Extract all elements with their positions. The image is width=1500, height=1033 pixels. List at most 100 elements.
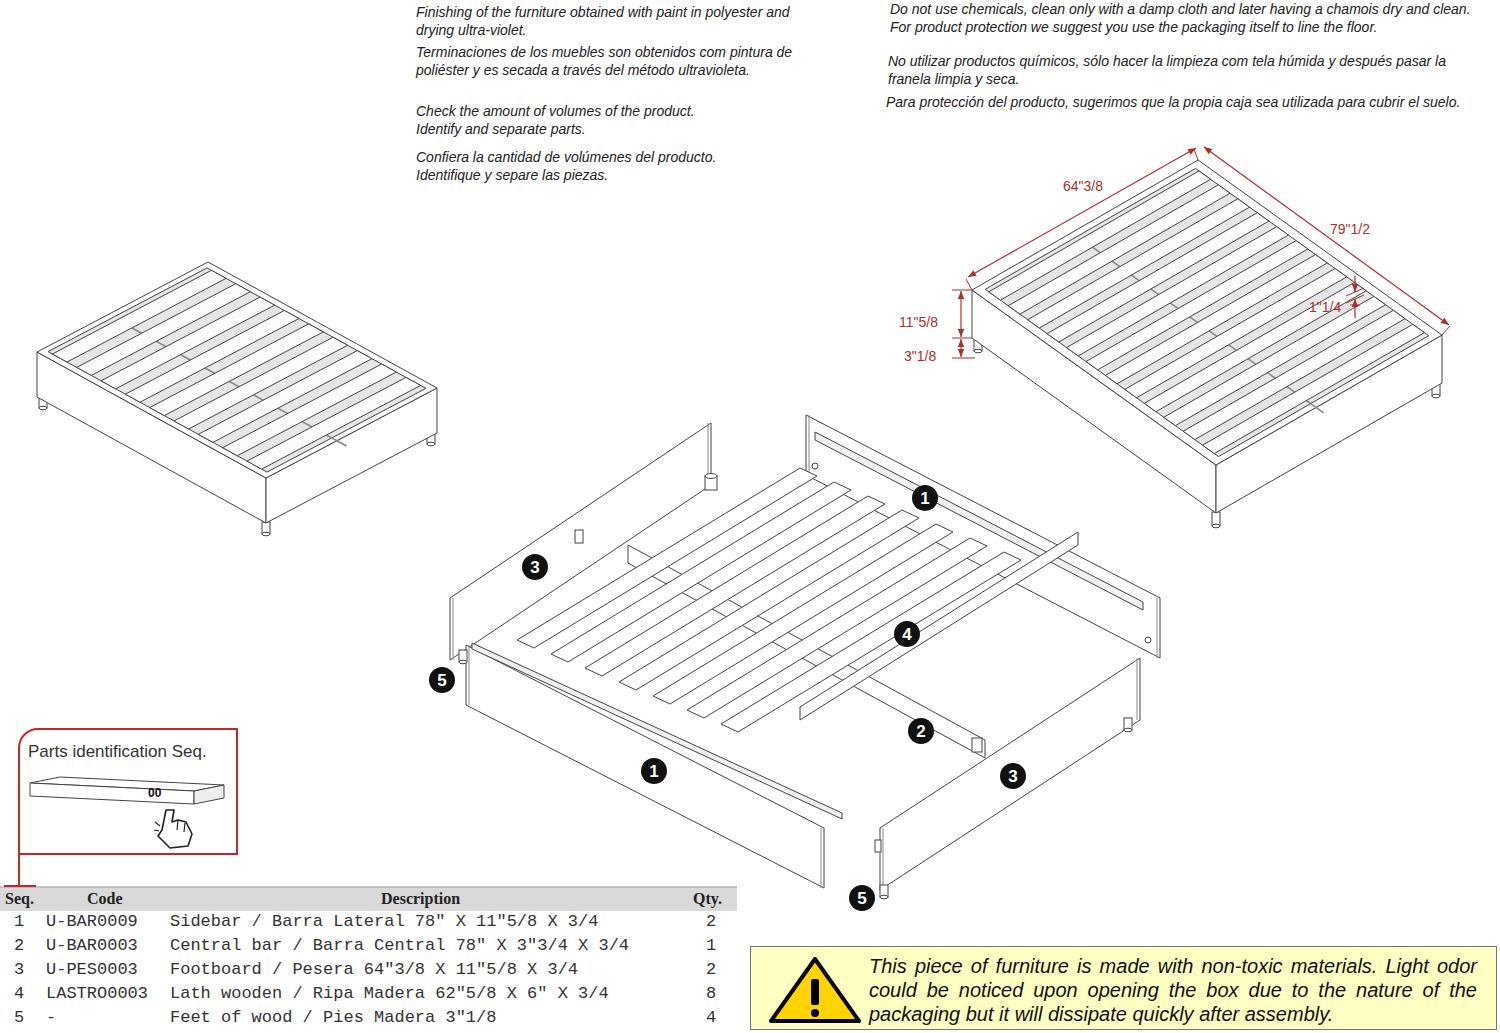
dimension-arrow [1204, 147, 1212, 154]
table-cell: U-PES0003 [46, 960, 138, 980]
dimension-line [1204, 147, 1449, 325]
callout-digit: 5 [437, 672, 446, 689]
lath-slat [800, 532, 1078, 720]
callout-digit: 5 [857, 890, 866, 907]
footboard-left-edge [453, 598, 454, 660]
bed-well [985, 168, 1428, 456]
table-cell: Code [87, 889, 123, 909]
table-cell: Feet of wood / Pies Madera 3"1/8 [170, 1008, 496, 1028]
extension-line [1442, 326, 1450, 335]
wood-foot [39, 406, 47, 410]
dimension-arrow [1187, 148, 1196, 155]
dimension-line [968, 148, 1196, 277]
dimension-line [1350, 305, 1360, 306]
table-cell: Lath wooden / Ripa Madera 62"5/8 X 6" X … [170, 984, 609, 1004]
bracket [875, 840, 881, 852]
callout-number: 1 [912, 485, 938, 511]
instruction-note: No utilizar productos químicos, sólo hac… [888, 52, 1456, 88]
table-cell: 1 [14, 912, 24, 932]
callout-number: 1 [641, 758, 667, 784]
callout-number: 4 [894, 621, 920, 647]
callout-digit: 1 [920, 490, 929, 507]
callout-number: 3 [522, 554, 548, 580]
instruction-note: Confiera la cantidad de volúmenes del pr… [416, 148, 761, 184]
hand-icon [177, 820, 178, 830]
dimension-arrow [1352, 299, 1358, 307]
table-cell: 3 [14, 960, 24, 980]
footboard-right-edge [883, 828, 884, 890]
table-cell: LASTRO0003 [46, 984, 148, 1004]
box-heading: Parts identification Seq. [28, 742, 207, 762]
bracket [972, 738, 982, 752]
parts-id-leader [4, 885, 36, 887]
wood-foot [459, 660, 467, 664]
hand-icon [184, 823, 185, 832]
bed-rim [972, 160, 1442, 465]
table-cell: U-BAR0009 [46, 912, 138, 932]
table-cell: 2 [14, 936, 24, 956]
table-cell: 1 [706, 936, 716, 956]
extension-line [952, 358, 975, 359]
callout-digit: 3 [530, 559, 539, 576]
warning-triangle [771, 959, 859, 1021]
hand-icon [155, 822, 160, 826]
callout-number: 2 [908, 718, 934, 744]
callout-number: 5 [429, 667, 455, 693]
hand-icon [158, 810, 192, 848]
footboard-right [880, 658, 1140, 890]
wood-foot [974, 349, 982, 353]
instruction-note: Do not use chemicals, clean only with a … [890, 0, 1494, 36]
parts-id-leader [18, 854, 20, 886]
extension-line [1194, 149, 1198, 160]
wood-foot [705, 474, 717, 479]
wood-foot [427, 442, 435, 446]
instruction-note: Check the amount of volumes of the produ… [416, 102, 736, 138]
bed-rim [37, 262, 437, 478]
dimension-label: 64"3/8 [1063, 178, 1103, 194]
bed-slat [1183, 310, 1405, 439]
table-cell: Seq. [5, 889, 34, 909]
dimension-arrow [958, 349, 964, 357]
dimension-arrow [968, 270, 977, 277]
table-cell: 4 [706, 1008, 716, 1028]
dimension-label: 3"1/8 [904, 348, 936, 364]
dimension-label: 1"1/4 [1309, 299, 1341, 315]
dimension-arrow [958, 291, 964, 299]
table-cell: 8 [706, 984, 716, 1004]
bolt-hole [1145, 637, 1151, 643]
dimension-label: 11"5/8 [899, 314, 938, 330]
instruction-note: Terminaciones de los muebles son obtenid… [416, 43, 831, 79]
hand-icon [154, 830, 159, 831]
warning-box: This piece of furniture is made with non… [750, 946, 1497, 1030]
wood-foot [1432, 394, 1440, 398]
instruction-note: Finishing of the furniture obtained with… [416, 3, 799, 39]
wood-foot [1212, 524, 1220, 528]
bed-slat [1203, 324, 1425, 453]
callout-number: 5 [849, 885, 875, 911]
part-seq-mark: 00 [148, 786, 161, 800]
dimension-arrow [1352, 284, 1358, 292]
sidebar-front [466, 645, 824, 888]
dimension-label: 79"1/2 [1330, 221, 1370, 237]
extension-line [952, 338, 972, 339]
wood-foot [880, 895, 888, 899]
bolt-hole [812, 463, 818, 469]
dimension-arrow [958, 329, 964, 337]
bed-slat [247, 377, 421, 469]
table-cell: 5 [14, 1008, 24, 1028]
table-cell: 2 [706, 912, 716, 932]
wood-foot [262, 532, 270, 536]
sidebar-front-edge [821, 828, 822, 888]
table-cell: - [46, 1008, 56, 1028]
table-cell: 4 [14, 984, 24, 1004]
table-cell: 2 [706, 960, 716, 980]
callout-digit: 1 [649, 763, 658, 780]
wood-foot [1124, 728, 1132, 732]
callout-digit: 3 [1008, 768, 1017, 785]
table-cell: U-BAR0003 [46, 936, 138, 956]
dimension-arrow [1441, 318, 1449, 325]
warning-mark [811, 1009, 819, 1017]
instruction-note: Para protección del producto, sugerimos … [886, 93, 1498, 111]
warning-text: This piece of furniture is made with non… [869, 954, 1477, 1026]
